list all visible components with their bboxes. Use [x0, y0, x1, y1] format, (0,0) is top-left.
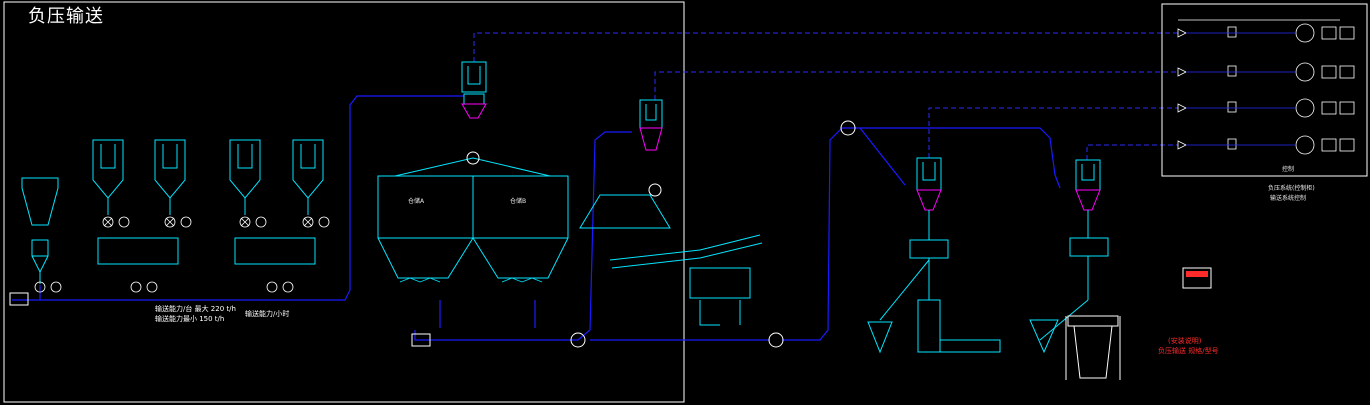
mixer-left — [97, 237, 179, 265]
hopper-4 — [292, 139, 324, 215]
bag-filter-silo — [461, 61, 487, 105]
control-note-1: 负压系统(控制柜) — [1268, 185, 1315, 192]
feed-hopper-left — [21, 177, 59, 284]
hopper-3 — [229, 139, 261, 215]
motor-row-3 — [1177, 98, 1355, 118]
silo-left-label: 仓储A — [408, 198, 425, 205]
motor-row-1 — [1177, 23, 1355, 43]
packer-right-2 — [1029, 210, 1109, 354]
dust-hoppers — [92, 139, 324, 265]
filter-cone-middle — [639, 127, 663, 151]
filter-cone-right-2 — [1075, 189, 1101, 211]
pump-box-center — [411, 333, 431, 347]
pump-box-left — [9, 292, 29, 306]
filter-cone-right-1 — [916, 189, 942, 211]
vacuum-pumps — [466, 120, 856, 348]
control-lines — [1186, 32, 1296, 146]
silo-right-label: 仓储B — [510, 198, 527, 205]
filter-cone-silo — [461, 103, 487, 119]
control-panel-icon — [1182, 267, 1212, 289]
control-note-2: 输送系统控制 — [1270, 195, 1307, 202]
bag-filter-middle — [639, 99, 663, 129]
conveying-pipes — [12, 95, 1061, 341]
hopper-2 — [154, 139, 186, 215]
silo-agitators — [399, 277, 543, 283]
bin-right — [1065, 315, 1121, 380]
feed-label-2: 输送能力最小 150 t/h — [155, 315, 225, 323]
twin-silo — [377, 157, 569, 279]
vacuum-lines — [473, 32, 1178, 160]
frame-border-left — [3, 1, 685, 403]
capacity-label: 输送能力/小时 — [245, 310, 290, 318]
feed-label-1: 输送能力/台 最大 220 t/h — [155, 305, 236, 313]
control-panel-frame — [1161, 3, 1368, 177]
hopper-1 — [92, 139, 124, 215]
packer-right-1 — [867, 210, 1001, 354]
motor-rows — [1177, 19, 1355, 155]
warning-label-1: (安装说明) — [1168, 337, 1202, 345]
screw-conveyor — [579, 194, 763, 326]
bag-filter-right-1 — [916, 157, 942, 191]
mixer-right — [234, 237, 316, 265]
panel-label: 控制 — [1282, 166, 1295, 173]
diagram-title: 负压输送 — [28, 6, 104, 27]
warning-label-2: 负压输送 规格/型号 — [1158, 347, 1219, 355]
bag-filter-right-2 — [1075, 159, 1101, 191]
rotary-valves — [34, 216, 330, 293]
